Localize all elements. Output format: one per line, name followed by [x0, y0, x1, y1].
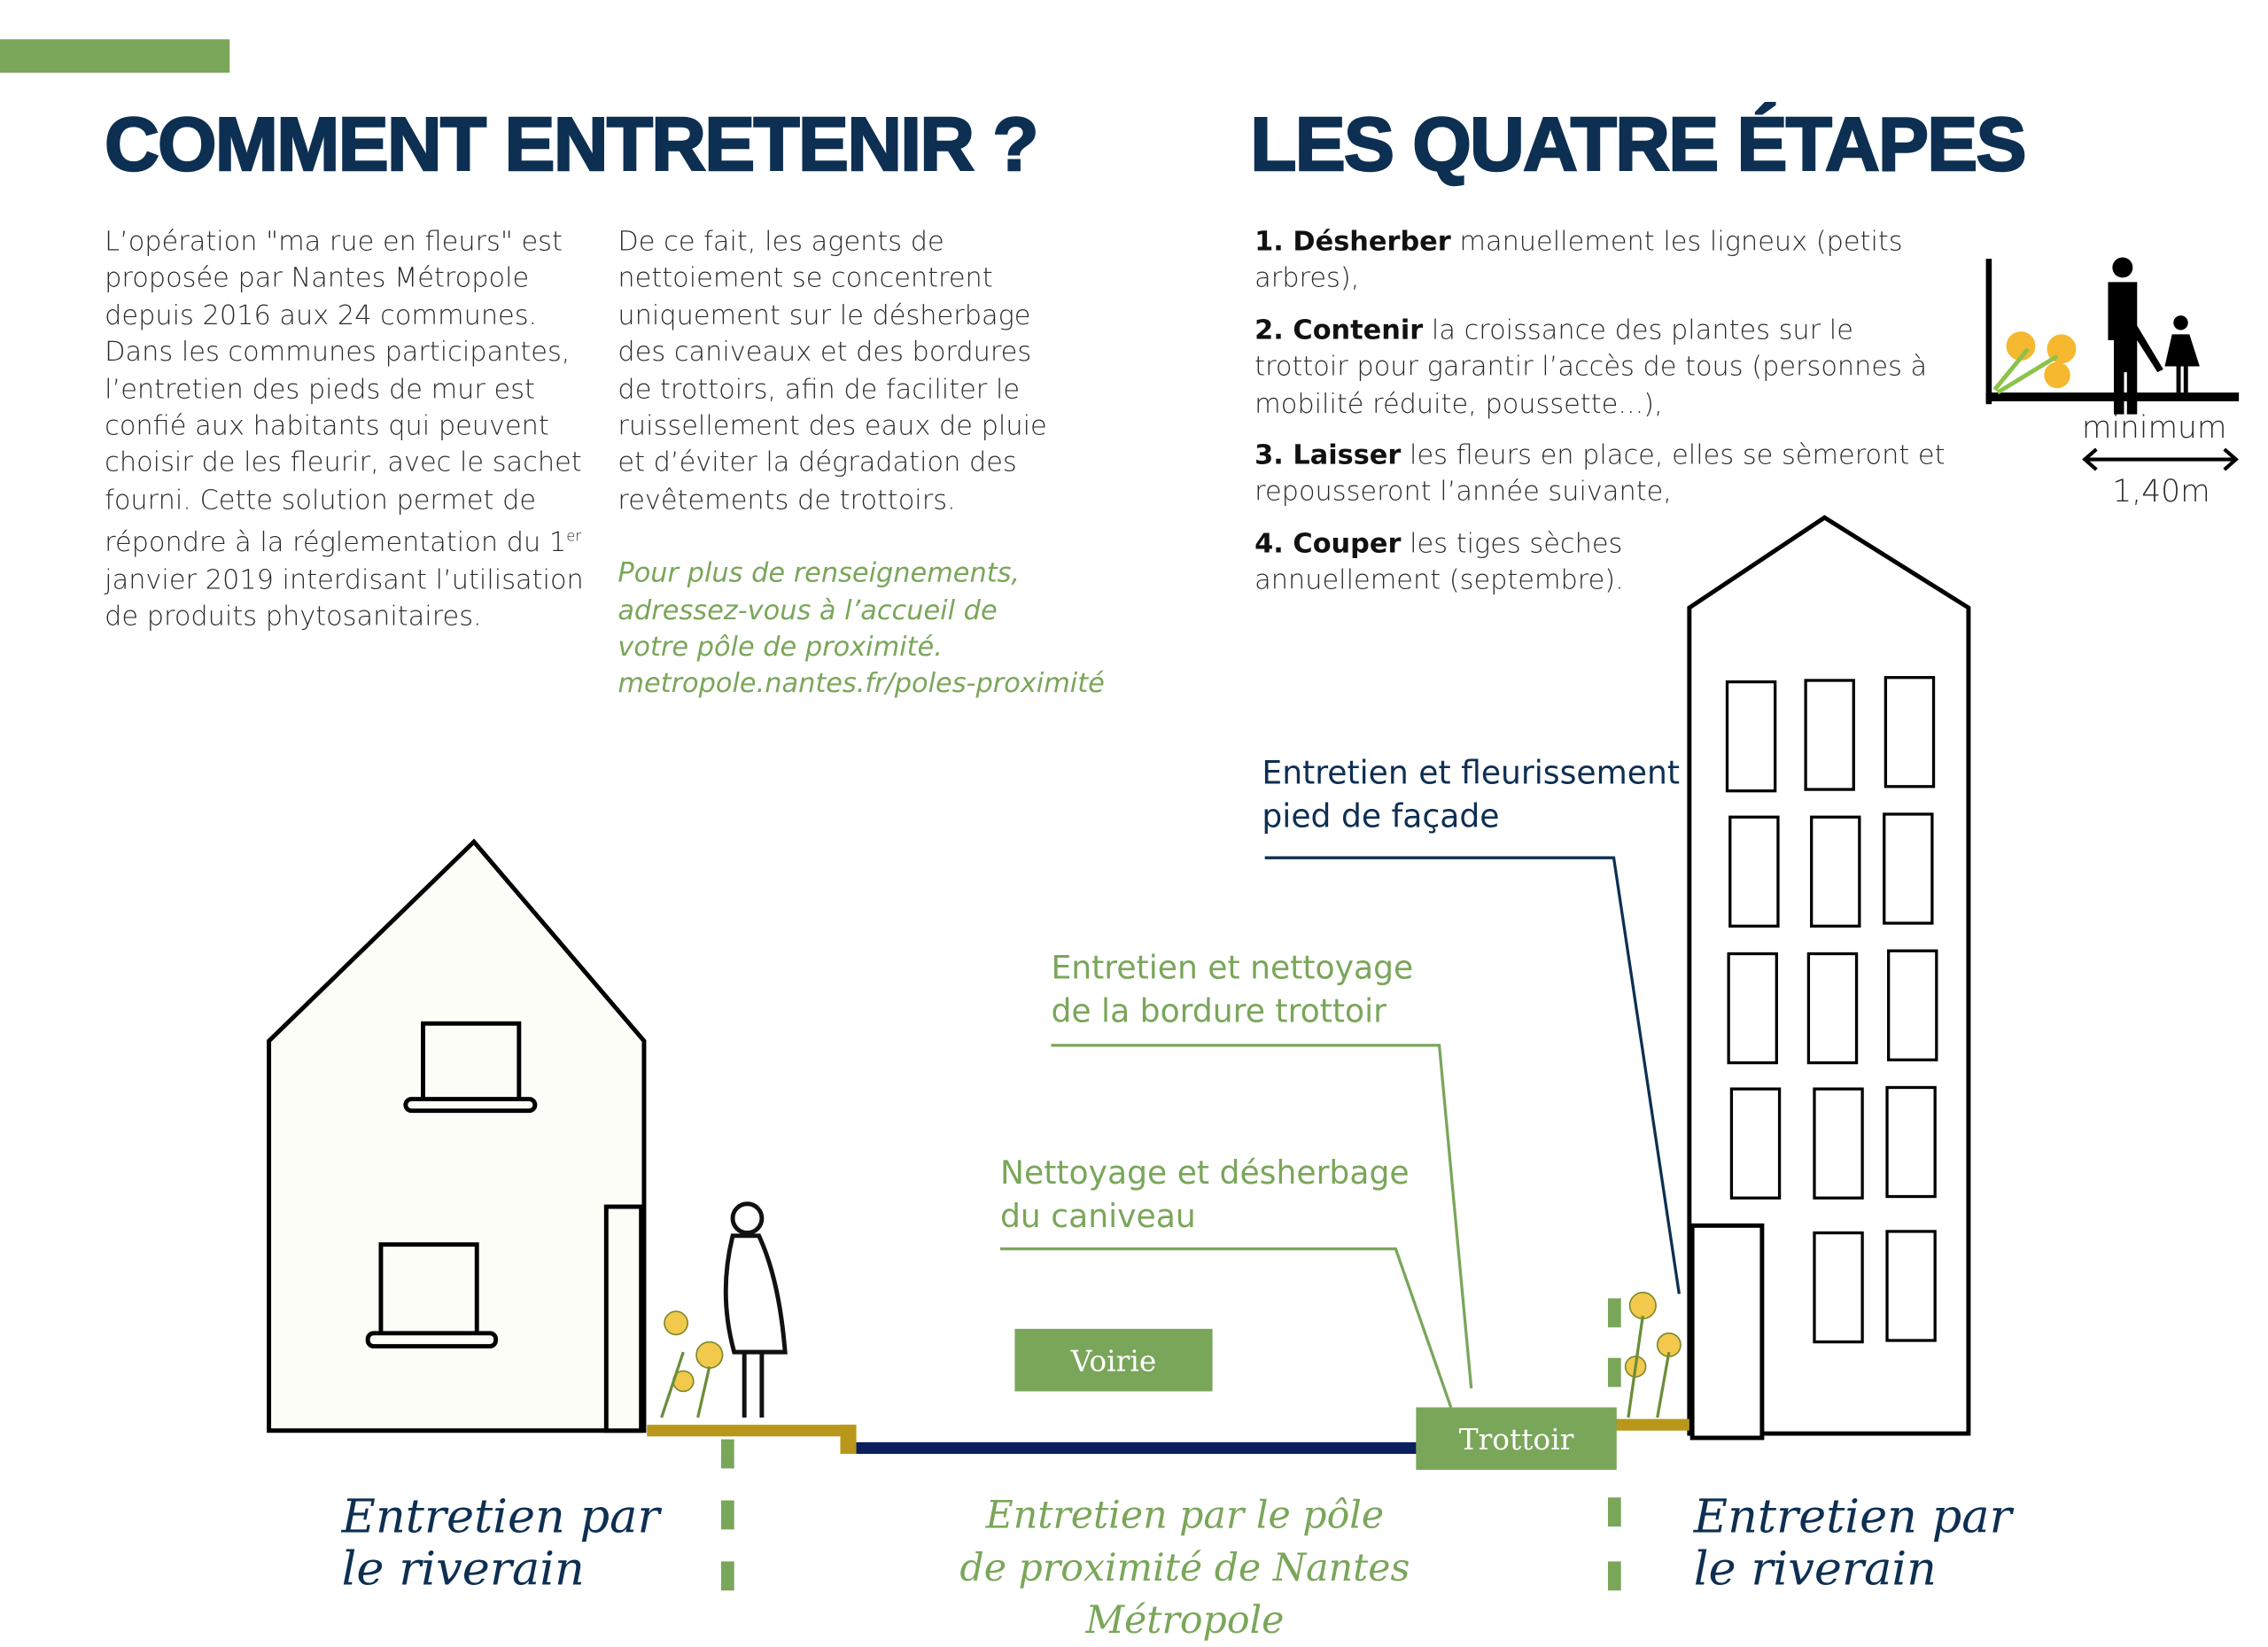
caption-line: Entretien par le pôle — [985, 1494, 1385, 1539]
text-line: l’entretien des pieds de mur est — [105, 374, 535, 406]
right-sidewalk — [1613, 1418, 1689, 1431]
step-verb: 3. Laisser — [1254, 440, 1402, 471]
info-link[interactable]: metropole.nantes.fr/poles-proximité — [617, 669, 1105, 701]
text-line: de trottoirs, afin de faciliter le — [617, 374, 1021, 406]
text-line: des caniveaux et des bordures — [617, 338, 1032, 369]
left-house — [267, 838, 647, 1433]
caniveau-leader — [1000, 1247, 1453, 1409]
step-verb: 4. Couper — [1254, 529, 1402, 560]
text-line: fourni. Cette solution permet de — [105, 485, 537, 517]
agents-column: De ce fait, les agents de nettoiement se… — [617, 224, 1112, 703]
text-line: De ce fait, les agents de — [617, 226, 944, 258]
superscript: er — [566, 529, 582, 546]
text-line: et d’éviter la dégradation des — [617, 448, 1017, 479]
text-span: répondre à la réglementation du 1 — [105, 528, 567, 559]
text-line: confié aux habitants qui peuvent — [105, 411, 549, 442]
label-line: Entretien et nettoyage — [1051, 951, 1414, 988]
intro-column: L’opération "ma rue en fleurs" est propo… — [105, 224, 606, 636]
flowers-icon — [664, 1292, 1682, 1393]
info-line: votre pôle de proximité. — [617, 632, 943, 664]
width-value: 1,40m — [2112, 473, 2210, 509]
right-title: LES QUATRE ÉTAPES — [1249, 102, 2028, 189]
step-text: les fleurs en place, elles se sèmeront e… — [1254, 440, 1946, 509]
riverain-left-caption: Entretien par le riverain — [342, 1490, 660, 1595]
trottoir-tag: Trottoir — [1416, 1407, 1617, 1471]
left-title: COMMENT ENTRETENIR ? — [104, 102, 1040, 189]
info-line: Pour plus de renseignements, — [617, 558, 1021, 590]
step-2: 2. Contenir la croissance des plantes su… — [1254, 313, 1953, 423]
label-caniveau: Nettoyage et désherbage du caniveau — [1000, 1153, 1410, 1239]
pedestrians-pictogram-icon — [1985, 257, 2240, 415]
label-line: Nettoyage et désherbage — [1000, 1155, 1410, 1193]
riverain-right-caption: Entretien par le riverain — [1694, 1490, 2012, 1595]
label-facade: Entretien et fleurissement pied de façad… — [1262, 753, 1680, 840]
step-text: les tiges sèches annuellement (septembre… — [1254, 529, 1624, 597]
width-label: minimum — [2081, 409, 2227, 446]
text-line: ruissellement des eaux de pluie — [617, 411, 1047, 442]
caption-line: de proximité de Nantes Métropole — [959, 1547, 1410, 1643]
facade-leader — [1264, 856, 1681, 1294]
metropole-caption: Entretien par le pôle de proximité de Na… — [901, 1490, 1468, 1647]
text-line: janvier 2019 interdisant l’utilisation — [105, 565, 584, 596]
caption-line: le riverain — [341, 1541, 585, 1597]
road — [856, 1441, 1418, 1454]
text-line: revêtements de trottoirs. — [617, 485, 956, 517]
text-line: proposée par Nantes Métropole — [105, 263, 530, 295]
accent-bar — [0, 39, 230, 74]
text-line: de produits phytosanitaires. — [105, 602, 482, 633]
double-arrow-icon — [2082, 447, 2239, 471]
step-verb: 2. Contenir — [1254, 315, 1424, 346]
steps-list: 1. Désherber manuellement les ligneux (p… — [1254, 224, 1953, 615]
info-line: adressez-vous à l’accueil de — [617, 595, 998, 626]
step-1: 1. Désherber manuellement les ligneux (p… — [1254, 224, 1953, 298]
text-line: L’opération "ma rue en fleurs" est — [105, 226, 563, 258]
bordure-leader — [1051, 1044, 1473, 1389]
step-3: 3. Laisser les fleurs en place, elles se… — [1254, 438, 1953, 511]
step-4: 4. Couper les tiges sèches annuellement … — [1254, 526, 1661, 600]
text-line: répondre à la réglementation du 1er — [105, 519, 606, 563]
text-line: uniquement sur le désherbage — [617, 300, 1031, 331]
text-line: Dans les communes participantes, — [105, 338, 571, 369]
step-text: la croissance des plantes sur le trottoi… — [1254, 315, 1928, 420]
label-bordure: Entretien et nettoyage de la bordure tro… — [1051, 948, 1413, 1035]
text-line: nettoiement se concentrent — [617, 263, 993, 295]
label-line: du caniveau — [1000, 1199, 1196, 1236]
boundary-dashes — [720, 1298, 1621, 1591]
right-building — [1687, 515, 1971, 1441]
text-line: depuis 2016 aux 24 communes. — [105, 300, 538, 331]
step-verb: 1. Désherber — [1254, 226, 1451, 258]
caption-line: le riverain — [1693, 1541, 1937, 1597]
caption-line: Entretien par — [341, 1488, 660, 1544]
label-line: de la bordure trottoir — [1051, 994, 1387, 1031]
step-text: manuellement les ligneux (petits arbres)… — [1254, 226, 1903, 295]
voirie-tag: Voirie — [1014, 1328, 1213, 1392]
left-sidewalk — [647, 1425, 857, 1437]
text-line: choisir de les fleurir, avec le sachet — [105, 448, 582, 479]
pedestrian-icon — [723, 1201, 788, 1418]
label-line: Entretien et fleurissement — [1262, 756, 1681, 793]
caption-line: Entretien par — [1693, 1488, 2012, 1544]
label-line: pied de façade — [1262, 799, 1500, 836]
